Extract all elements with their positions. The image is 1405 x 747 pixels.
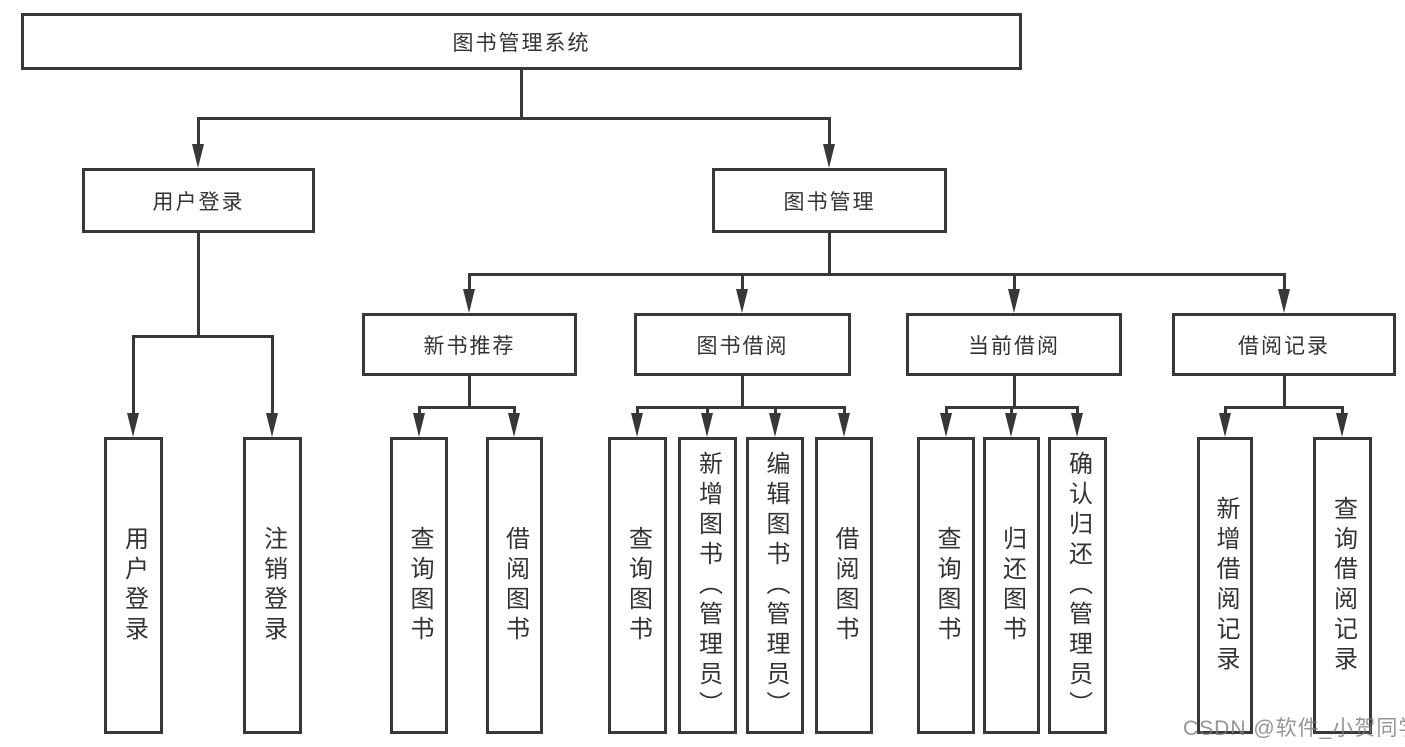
arrowhead-down-icon [823, 144, 835, 168]
node-book-management-module: 图书管理 [712, 168, 947, 233]
connector-drop [842, 406, 846, 415]
arrowhead-down-icon [631, 413, 643, 437]
leaf-add-book-admin-label: 新增图书（管理员） [694, 450, 722, 721]
leaf-borrow-books-borrowing: 借阅图书 [815, 437, 873, 734]
leaf-edit-book-admin: 编辑图书（管理员） [746, 437, 804, 734]
leaf-query-books-borrowing-label: 查询图书 [624, 525, 652, 646]
connector-vline [741, 376, 744, 409]
connector-hline [468, 273, 1286, 276]
connector-drop [1076, 406, 1079, 415]
connector-drop [417, 406, 421, 415]
connector-drop [1282, 273, 1286, 291]
leaf-add-book-admin: 新增图书（管理员） [678, 437, 737, 734]
connector-hline [1223, 406, 1344, 409]
leaf-return-books-label: 归还图书 [998, 525, 1026, 646]
arrowhead-down-icon [1007, 289, 1020, 313]
connector-hline [417, 406, 516, 409]
leaf-confirm-return-admin: 确认归还（管理员） [1048, 437, 1107, 734]
arrowhead-down-icon [463, 289, 475, 313]
leaf-logout: 注销登录 [243, 437, 302, 734]
connector-vline [197, 233, 200, 338]
leaf-return-books: 归还图书 [983, 437, 1040, 734]
node-current-borrowing: 当前借阅 [906, 313, 1122, 376]
connector-hline [132, 335, 274, 338]
leaf-edit-book-admin-label: 编辑图书（管理员） [762, 450, 789, 721]
arrowhead-down-icon [1071, 413, 1083, 437]
connector-vline [468, 376, 471, 409]
connector-drop [828, 117, 831, 146]
connector-vline [1282, 376, 1286, 409]
connector-drop [271, 335, 274, 415]
connector-drop [773, 406, 777, 415]
leaf-confirm-return-admin-label: 确认归还（管理员） [1064, 450, 1092, 721]
connector-drop [197, 117, 200, 146]
leaf-query-books-recommend: 查询图书 [390, 437, 448, 734]
arrowhead-down-icon [1277, 289, 1290, 313]
connector-drop [706, 406, 709, 415]
arrowhead-down-icon [1005, 413, 1017, 437]
connector-drop [741, 273, 744, 291]
leaf-query-books-current: 查询图书 [917, 437, 975, 734]
node-library-management-system: 图书管理系统 [21, 13, 1022, 70]
arrowhead-down-icon [939, 413, 952, 437]
leaf-query-borrow-record: 查询借阅记录 [1313, 437, 1372, 734]
connector-drop [132, 335, 135, 415]
node-user-login-module: 用户登录 [82, 168, 315, 233]
leaf-query-books-current-label: 查询图书 [933, 525, 960, 646]
leaf-logout-label: 注销登录 [259, 525, 287, 646]
arrowhead-down-icon [768, 413, 781, 437]
arrowhead-down-icon [508, 413, 520, 437]
arrowhead-down-icon [127, 413, 139, 437]
leaf-add-borrow-record: 新增借阅记录 [1197, 437, 1253, 734]
csdn-watermark: CSDN @软件_小贺同学 [1183, 717, 1405, 740]
leaf-user-login: 用户登录 [104, 437, 163, 734]
connector-drop [636, 406, 639, 415]
connector-drop [1012, 273, 1016, 291]
connector-drop [1223, 406, 1227, 415]
arrowhead-down-icon [412, 413, 425, 437]
connector-drop [513, 406, 516, 415]
connector-drop [468, 273, 471, 291]
arrowhead-down-icon [736, 289, 748, 313]
arrowhead-down-icon [1336, 413, 1348, 437]
connector-drop [1341, 406, 1344, 415]
connector-vline [1012, 376, 1016, 409]
connector-vline [519, 70, 523, 120]
leaf-borrow-books-recommend-label: 借阅图书 [501, 525, 529, 646]
arrowhead-down-icon [266, 413, 278, 437]
arrowhead-down-icon [701, 413, 713, 437]
leaf-query-books-recommend-label: 查询图书 [406, 525, 433, 646]
leaf-user-login-label: 用户登录 [120, 525, 148, 646]
connector-hline [197, 117, 831, 120]
connector-drop [1010, 406, 1013, 415]
arrowhead-down-icon [1218, 413, 1231, 437]
leaf-borrow-books-recommend: 借阅图书 [486, 437, 543, 734]
connector-hline [636, 406, 846, 409]
node-new-book-recommendation: 新书推荐 [362, 313, 577, 376]
leaf-query-borrow-record-label: 查询借阅记录 [1329, 495, 1357, 676]
arrowhead-down-icon [837, 413, 850, 437]
connector-vline [828, 233, 831, 276]
connector-drop [944, 406, 948, 415]
leaf-query-books-borrowing: 查询图书 [608, 437, 667, 734]
leaf-borrow-books-borrowing-label: 借阅图书 [831, 525, 858, 646]
node-borrowing-records: 借阅记录 [1172, 313, 1396, 376]
leaf-add-borrow-record-label: 新增借阅记录 [1212, 495, 1239, 676]
arrowhead-down-icon [192, 144, 204, 168]
node-book-borrowing: 图书借阅 [634, 313, 851, 376]
